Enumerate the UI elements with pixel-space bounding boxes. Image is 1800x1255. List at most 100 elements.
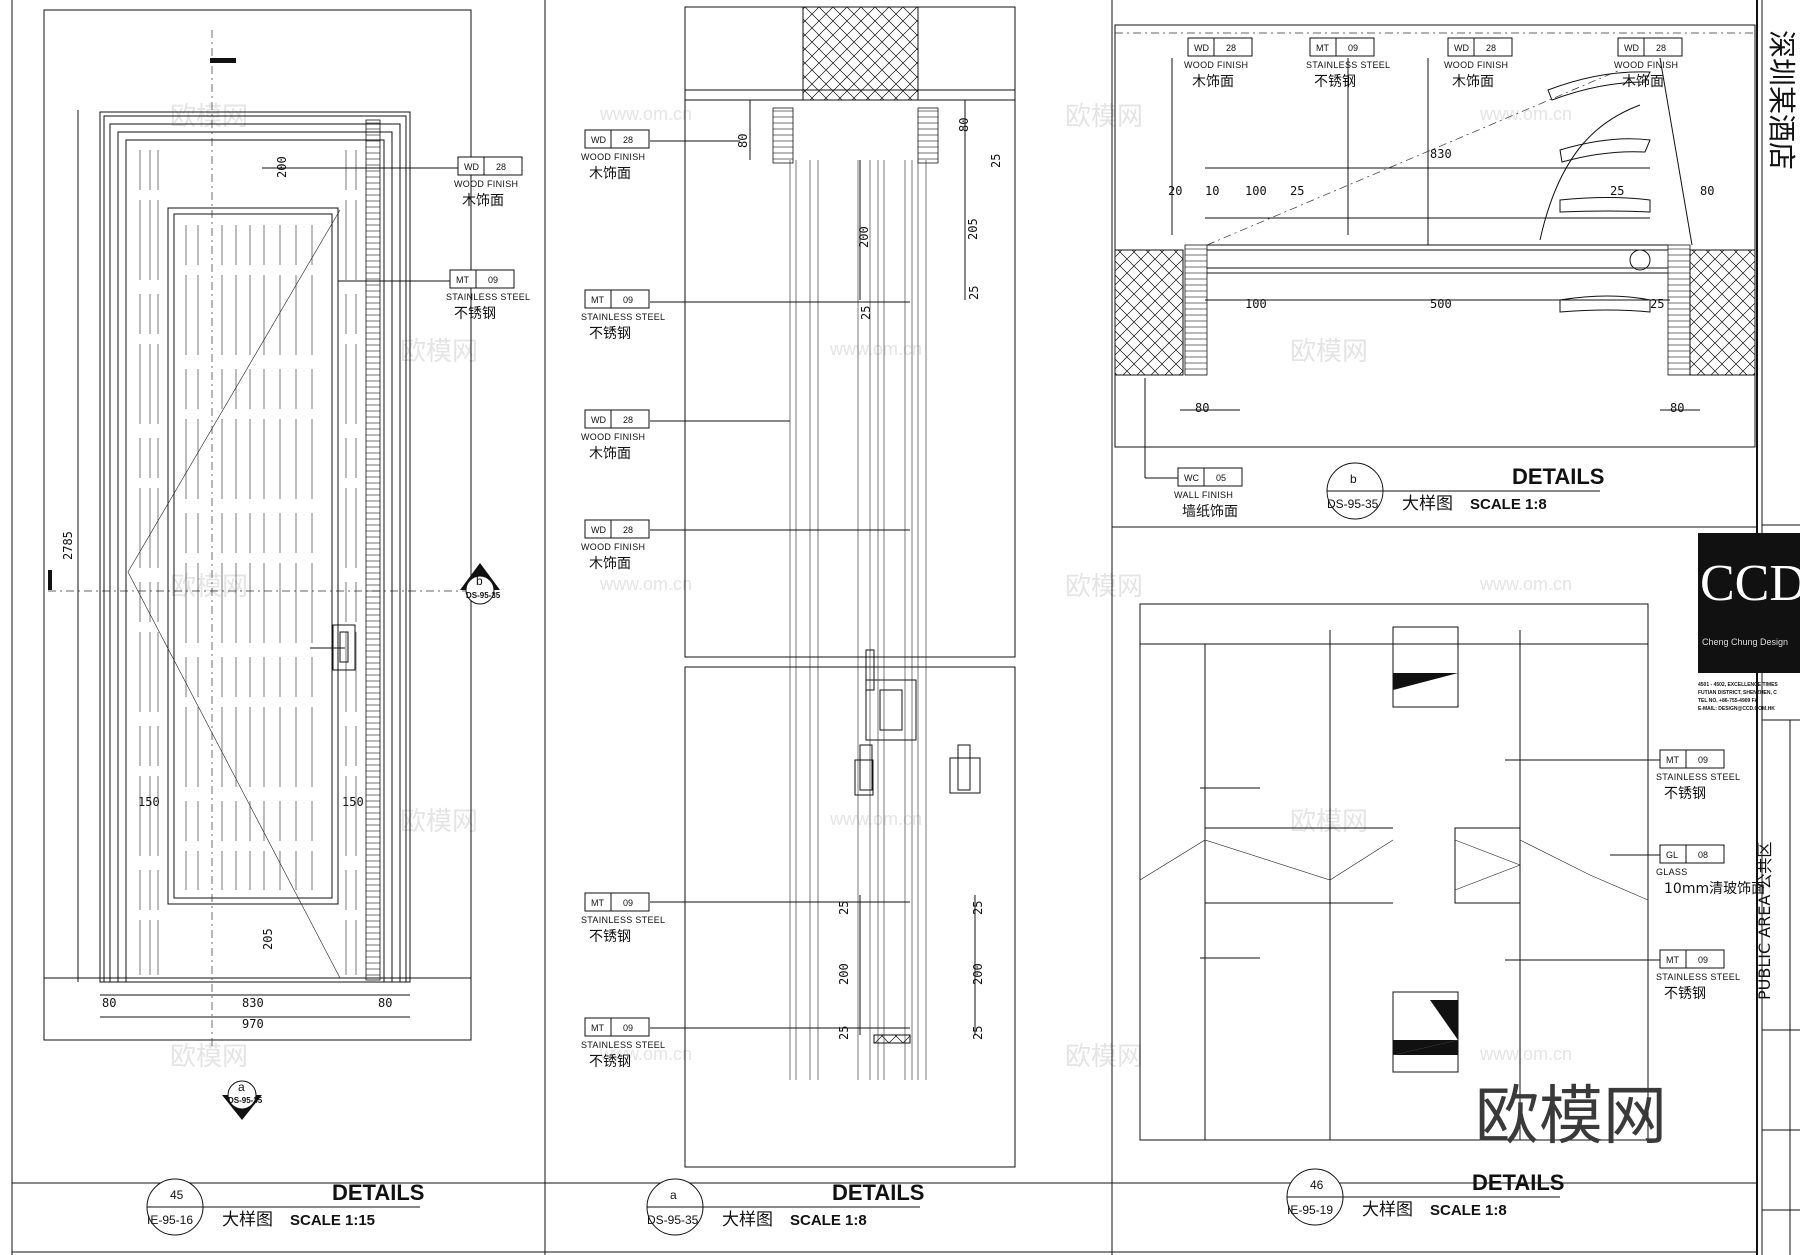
tag-number: 28	[623, 525, 633, 535]
svg-text:b: b	[476, 574, 483, 588]
detail-number: b	[1350, 472, 1357, 486]
detail-title-zh: 大样图	[1402, 494, 1453, 514]
company-logo: CCD	[1700, 555, 1800, 612]
watermark-url: www.om.cn	[599, 104, 692, 124]
dim-label: 2785	[61, 531, 75, 560]
tag-code: WD	[591, 415, 606, 425]
watermark-url: www.om.cn	[599, 1044, 692, 1064]
door-elevation: 2785 200 150 150 205 80 830 80 970	[43, 9, 485, 1050]
dim-label: 25	[1650, 297, 1664, 311]
tag-number: 28	[1656, 43, 1666, 53]
dim-label: 20	[1168, 184, 1182, 198]
watermark-brand: 欧模网	[1065, 102, 1143, 132]
company-address: FUTIAN DISTRICT, SHENZHEN, C	[1698, 690, 1777, 696]
watermark-url: www.om.cn	[1479, 104, 1572, 124]
company-phone: TEL NO. +86-755-4909 FA	[1698, 698, 1758, 704]
dim-label: 80	[736, 134, 750, 148]
tag-code: MT	[1666, 955, 1679, 965]
detail-scale: SCALE 1:8	[1470, 496, 1547, 513]
tag-material: WOOD FINISH	[581, 542, 645, 552]
tag-code: WD	[1624, 43, 1639, 53]
detail-number: a	[670, 1188, 677, 1202]
tag-material-zh: 木饰面	[1452, 74, 1494, 90]
detail-title-text: DETAILS	[332, 1180, 424, 1205]
detail-number: 46	[1310, 1178, 1324, 1192]
watermark-brand: 欧模网	[170, 572, 248, 602]
tag-material: WOOD FINISH	[1614, 60, 1678, 70]
dim-label: 830	[1430, 147, 1452, 161]
tag-material-zh: 不锈钢	[1664, 786, 1706, 802]
svg-text:DS-95-35: DS-95-35	[228, 1096, 263, 1105]
tag-material-zh: 墙纸饰面	[1182, 504, 1238, 520]
tag-code: WD	[464, 162, 479, 172]
tag-code: MT	[591, 295, 604, 305]
dim-label: 25	[971, 901, 985, 915]
dim-label: 500	[1430, 297, 1452, 311]
tag-code: GL	[1666, 850, 1678, 860]
dim-label: 25	[989, 154, 1003, 168]
tag-material: STAINLESS STEEL	[581, 312, 665, 322]
watermark-url: www.om.cn	[1479, 1044, 1572, 1064]
tag-material: STAINLESS STEEL	[1656, 772, 1740, 782]
tag-number: 28	[623, 415, 633, 425]
tag-code: MT	[456, 275, 469, 285]
tag-material-zh: 不锈钢	[589, 1054, 631, 1070]
detail-reference: DS-95-35	[647, 1213, 699, 1227]
sheet-frame	[11, 0, 1763, 1255]
detail-reference: IE-95-16	[147, 1213, 193, 1227]
svg-text:a: a	[238, 1080, 245, 1094]
tag-material: STAINLESS STEEL	[1656, 972, 1740, 982]
tag-number: 28	[1486, 43, 1496, 53]
tag-material: WOOD FINISH	[581, 432, 645, 442]
watermark-url: www.om.cn	[599, 574, 692, 594]
tag-material: STAINLESS STEEL	[446, 292, 530, 302]
detail-title: bDS-95-35 DETAILS 大样图 SCALE 1:8	[1326, 462, 1604, 520]
tag-number: 09	[623, 1023, 633, 1033]
watermark-brand: 欧模网	[1065, 1042, 1143, 1072]
tag-material: WOOD FINISH	[1184, 60, 1248, 70]
tag-number: 09	[623, 898, 633, 908]
tag-code: MT	[591, 898, 604, 908]
tag-material-zh: 木饰面	[462, 193, 504, 209]
detail-title-text: DETAILS	[1512, 464, 1604, 489]
detail-reference: DS-95-35	[1327, 497, 1379, 511]
detail-title-zh: 大样图	[222, 1210, 273, 1230]
tag-material: STAINLESS STEEL	[581, 1040, 665, 1050]
watermark-brand: 欧模网	[400, 807, 478, 837]
detail-reference: IE-95-19	[1287, 1203, 1333, 1217]
dim-label: 205	[261, 928, 275, 950]
watermark-brand: 欧模网	[1290, 807, 1368, 837]
detail-number: 45	[170, 1188, 184, 1202]
dim-label: 25	[971, 1026, 985, 1040]
section-mark-b: b DS-95-35	[460, 563, 501, 605]
tag-code: WC	[1184, 473, 1199, 483]
watermark-url: www.om.cn	[1479, 574, 1572, 594]
tag-number: 09	[623, 295, 633, 305]
tag-number: 05	[1216, 473, 1226, 483]
dim-label: 80	[1195, 401, 1209, 415]
area-name: PUBLIC AREA 公共区	[1755, 842, 1774, 1000]
dim-label: 25	[859, 306, 873, 320]
detail-title-text: DETAILS	[832, 1180, 924, 1205]
tag-number: 09	[488, 275, 498, 285]
dim-label: 25	[837, 1026, 851, 1040]
watermark-url: www.om.cn	[829, 809, 922, 829]
tag-material: WOOD FINISH	[454, 179, 518, 189]
tag-code: WD	[591, 525, 606, 535]
glass-panel-detail	[1139, 603, 1675, 1141]
detail-scale: SCALE 1:8	[1430, 1202, 1507, 1219]
tag-material: WALL FINISH	[1174, 490, 1233, 500]
tag-material-zh: 木饰面	[589, 556, 631, 572]
tag-number: 08	[1698, 850, 1708, 860]
